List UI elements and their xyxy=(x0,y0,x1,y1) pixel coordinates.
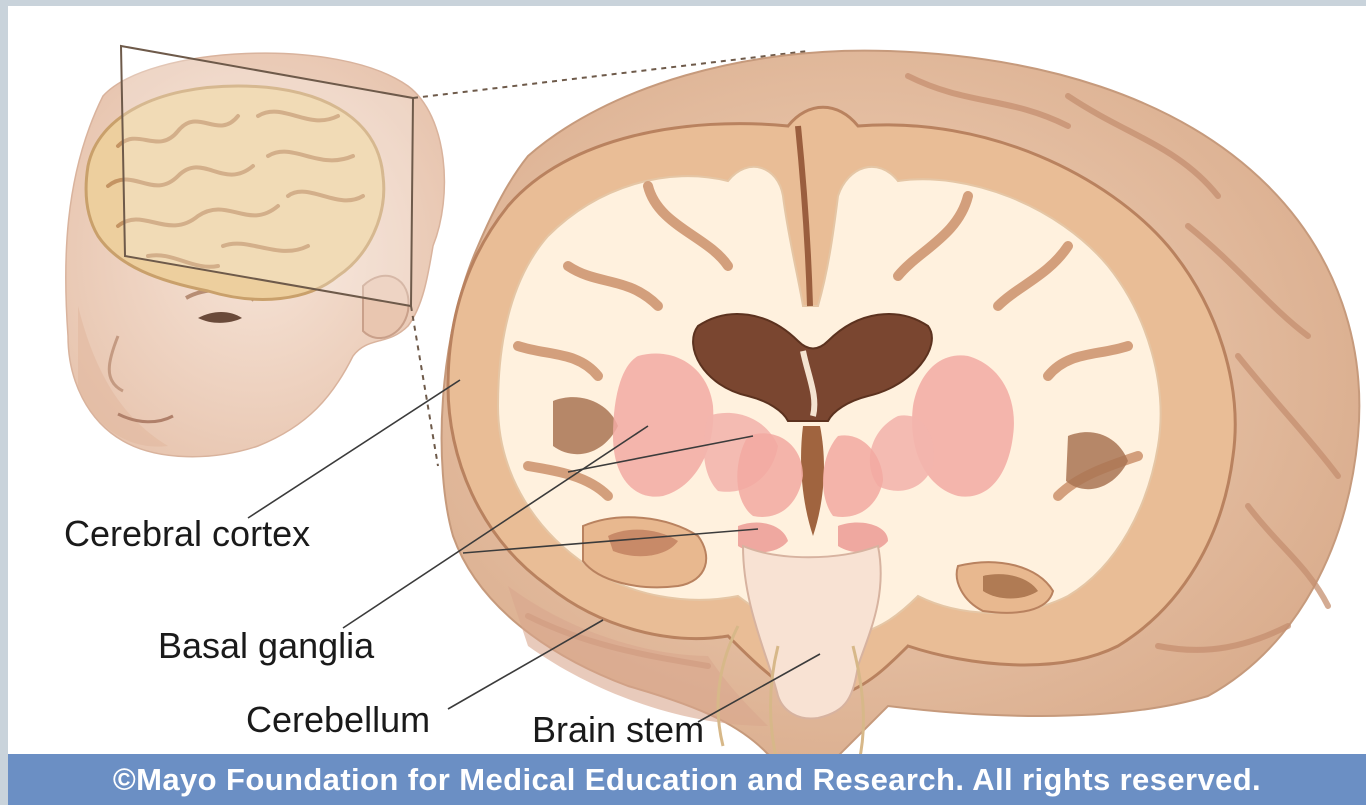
label-cerebral-cortex: Cerebral cortex xyxy=(64,516,310,552)
copyright-band: ©Mayo Foundation for Medical Education a… xyxy=(8,754,1366,805)
label-brain-stem: Brain stem xyxy=(532,712,704,748)
projection-line-bottom xyxy=(411,306,438,466)
coronal-section xyxy=(442,51,1360,766)
label-cerebellum: Cerebellum xyxy=(246,702,430,738)
brain-illustration xyxy=(8,6,1366,805)
copyright-text: ©Mayo Foundation for Medical Education a… xyxy=(113,762,1261,798)
diagram-canvas: Cerebral cortex Basal ganglia Cerebellum… xyxy=(8,6,1366,805)
label-basal-ganglia: Basal ganglia xyxy=(158,628,374,664)
